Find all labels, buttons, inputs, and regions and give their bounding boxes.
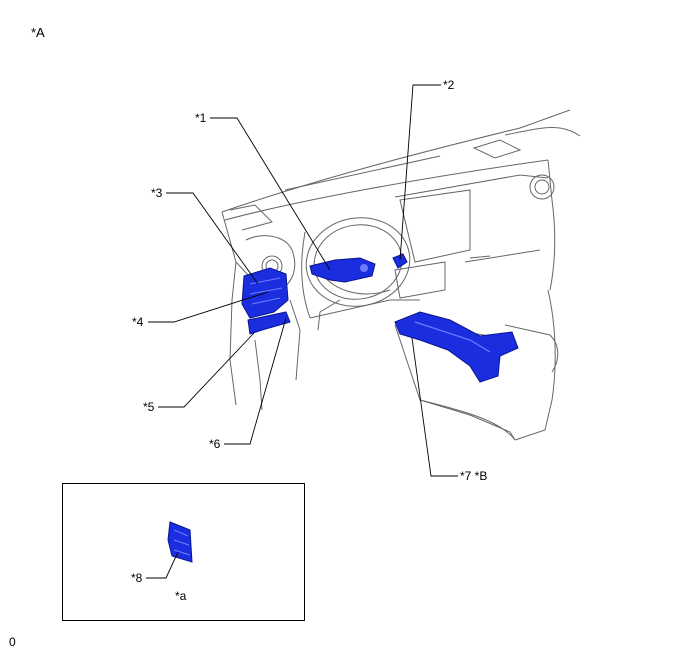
callout-4: *4: [132, 315, 144, 329]
leader-lines: [146, 84, 458, 579]
callout-3: *3: [151, 186, 163, 200]
view-label: *A: [31, 25, 45, 40]
inset-label: *a: [175, 589, 187, 603]
leader-6: [224, 317, 287, 445]
callout-5: *5: [143, 400, 155, 414]
callout-6: *6: [209, 437, 221, 451]
leader-2: [399, 84, 441, 261]
lower-bracket: [247, 311, 291, 335]
leader-4: [148, 291, 269, 323]
leader-3: [166, 192, 259, 285]
leader-8: [146, 551, 179, 579]
callout-8: *8: [131, 571, 143, 585]
leader-1: [210, 117, 331, 271]
highlighted-parts: [167, 253, 519, 563]
callout-7: *7 *B: [460, 469, 488, 483]
sensor-part: [392, 253, 408, 269]
inset-box: [62, 483, 305, 621]
leader-7: [411, 337, 458, 477]
callout-2: *2: [443, 78, 455, 92]
footer-code: 0: [9, 635, 16, 649]
floor-harness: [394, 311, 519, 383]
callout-1: *1: [195, 111, 207, 125]
leader-5: [158, 332, 255, 408]
